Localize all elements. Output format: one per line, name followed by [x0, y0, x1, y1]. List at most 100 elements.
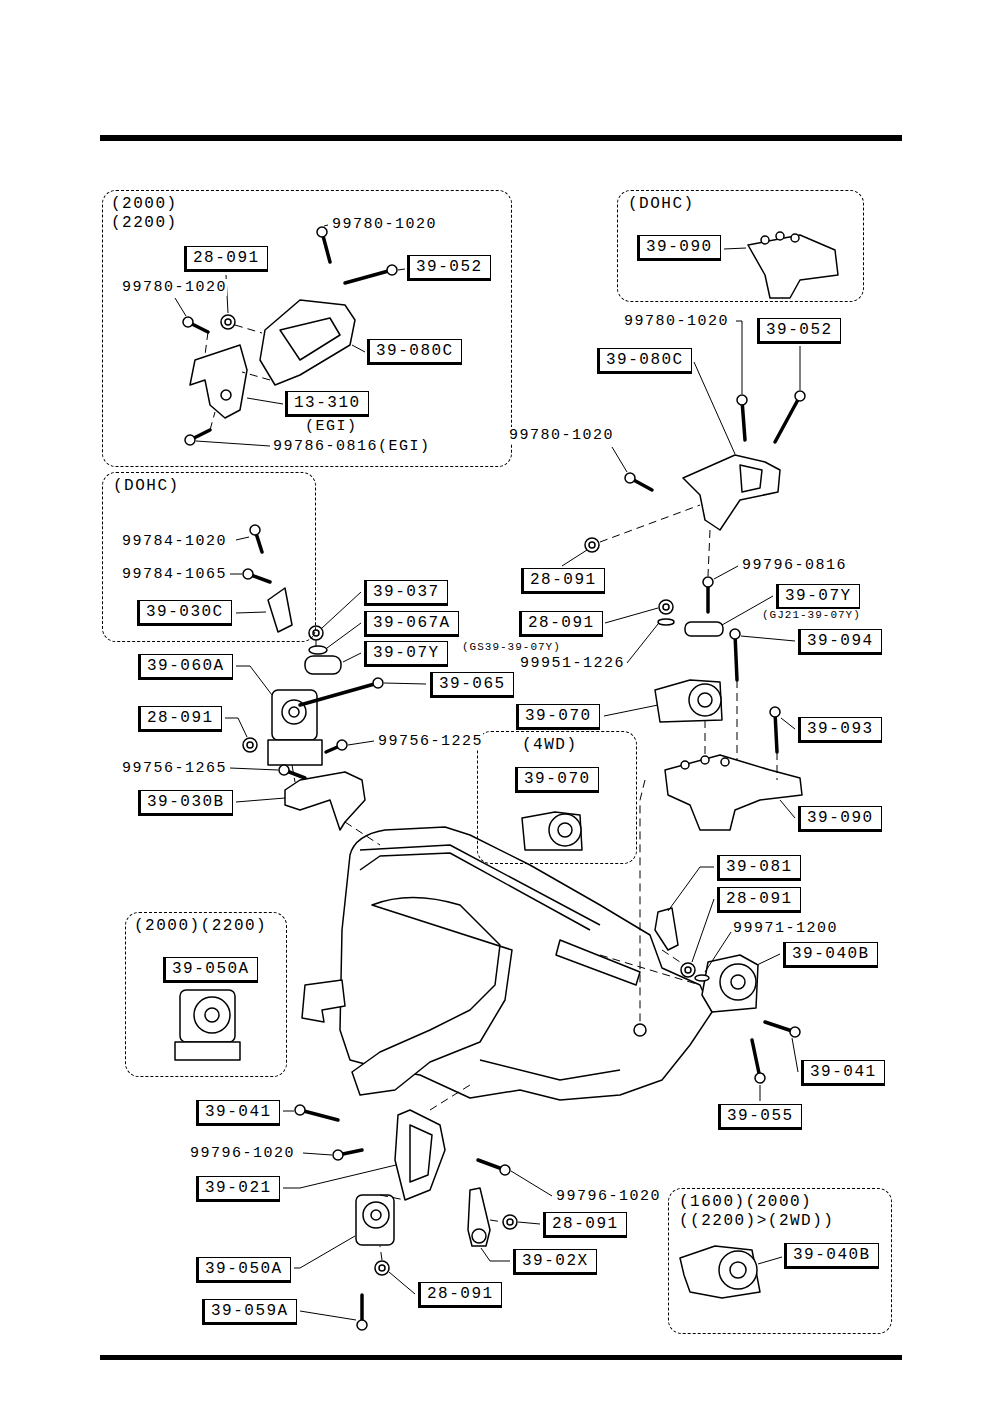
assembly-guide-line	[708, 530, 710, 576]
mount-part	[363, 1202, 389, 1228]
part-number-box: 39-059A	[202, 1299, 297, 1325]
nut-washer	[659, 600, 673, 614]
bolt-shaft	[742, 400, 745, 440]
part-number-box: 39-030C	[137, 600, 232, 626]
part-number: 28-091	[147, 708, 214, 728]
part-number: 39-02X	[522, 1251, 589, 1271]
mount-part	[683, 455, 780, 530]
part-number-box: 39-060A	[138, 654, 233, 680]
mount-part	[701, 756, 709, 764]
bolt-head	[185, 435, 195, 445]
assembly-guide-line	[210, 412, 215, 430]
engine-outline	[360, 853, 590, 930]
mount-part	[558, 823, 572, 837]
mount-part	[175, 1042, 240, 1060]
assembly-guide-line	[380, 1246, 382, 1260]
part-number-box: 39-052	[757, 318, 841, 344]
mount-part	[272, 690, 317, 740]
callout-number: 99784-1020	[122, 533, 227, 550]
part-number-box: 28-091	[717, 887, 801, 913]
nut-washer	[313, 630, 319, 636]
bolt-shaft	[735, 634, 737, 680]
part-number: 39-07Y	[373, 643, 440, 663]
part-number: 13-310	[294, 393, 361, 413]
nut-washer	[309, 626, 323, 640]
mount-part	[395, 1110, 445, 1200]
assembly-guide-line	[316, 640, 317, 646]
part-number-box: 39-02X	[513, 1249, 597, 1275]
bolt-head	[795, 391, 805, 401]
part-number-box: 39-081	[717, 855, 801, 881]
bolt-head	[295, 1105, 305, 1115]
bolt-shaft	[300, 1110, 338, 1120]
leader-line	[758, 1257, 782, 1264]
leader-line	[612, 447, 627, 472]
bolt-shaft	[752, 1040, 760, 1078]
leader-line	[714, 566, 738, 579]
leader-line	[760, 1085, 761, 1101]
part-number-box: 39-055	[718, 1104, 802, 1130]
part-number-box: 39-065	[430, 672, 514, 698]
part-number-box: 39-094	[798, 629, 882, 655]
part-number: 39-040B	[792, 944, 870, 964]
leader-line	[300, 1311, 356, 1320]
mount-part	[698, 693, 712, 707]
leader-line	[175, 298, 186, 316]
callout-number: 99951-1226	[520, 655, 625, 672]
part-number-box: 28-091	[184, 246, 268, 272]
leader-line	[741, 636, 795, 641]
mount-part	[260, 300, 355, 385]
part-number: 39-040B	[793, 1245, 871, 1265]
mount-part	[791, 234, 799, 242]
part-number: 28-091	[528, 613, 595, 633]
part-number: 39-059A	[211, 1301, 289, 1321]
bolt-head	[317, 227, 327, 237]
mount-part	[371, 1210, 381, 1220]
part-number: 39-080C	[606, 350, 684, 370]
mount-part	[748, 235, 838, 298]
mount-part	[549, 814, 581, 846]
leader-line	[481, 1248, 510, 1261]
part-number: 39-067A	[373, 613, 451, 633]
bolt-head	[373, 678, 383, 688]
assembly-guide-line	[205, 325, 777, 1260]
leader-line	[792, 1038, 798, 1072]
bolt-shaft	[345, 270, 392, 283]
bolt-shaft	[775, 712, 777, 752]
part-number-box: 39-090	[637, 235, 721, 261]
callout-number: (GS39-39-07Y)	[462, 641, 561, 654]
variant-group: (4WD)39-070	[477, 731, 637, 864]
leader-line	[283, 1111, 294, 1112]
nut-washer	[507, 1219, 513, 1225]
part-number: 39-07Y	[785, 586, 852, 606]
part-number: 39-030C	[146, 602, 224, 622]
engine-outline	[340, 827, 712, 1100]
part-number: 39-055	[727, 1106, 794, 1126]
callout-number: (GJ21-39-07Y)	[762, 609, 861, 622]
leader-line	[724, 248, 746, 249]
callout-number: 99780-1020	[624, 313, 729, 330]
bolt-head	[337, 740, 347, 750]
leader-line	[236, 666, 272, 695]
assembly-guide-line	[242, 372, 270, 380]
nut-washer	[503, 1215, 517, 1229]
part-number-box: 39-030B	[138, 790, 233, 816]
callout-number: 99780-1020	[122, 279, 227, 296]
part-number-box: 39-021	[196, 1176, 280, 1202]
part-number: 28-091	[726, 889, 793, 909]
variant-group: (DOHC)39-090	[617, 190, 864, 302]
assembly-guide-line	[490, 1220, 503, 1222]
engine-outline	[480, 1060, 620, 1080]
mount-part	[655, 908, 678, 950]
mount-part	[356, 1195, 394, 1245]
mount-part	[689, 684, 721, 716]
nut-washer	[379, 1265, 385, 1271]
part-number: 39-090	[807, 808, 874, 828]
engine-outline	[556, 940, 640, 985]
leader-line	[324, 225, 328, 226]
leader-line	[322, 592, 361, 628]
assembly-guide-line	[292, 765, 295, 782]
part-number-box: 39-041	[196, 1100, 280, 1126]
leader-line	[511, 1171, 552, 1196]
leader-line	[389, 1272, 415, 1294]
